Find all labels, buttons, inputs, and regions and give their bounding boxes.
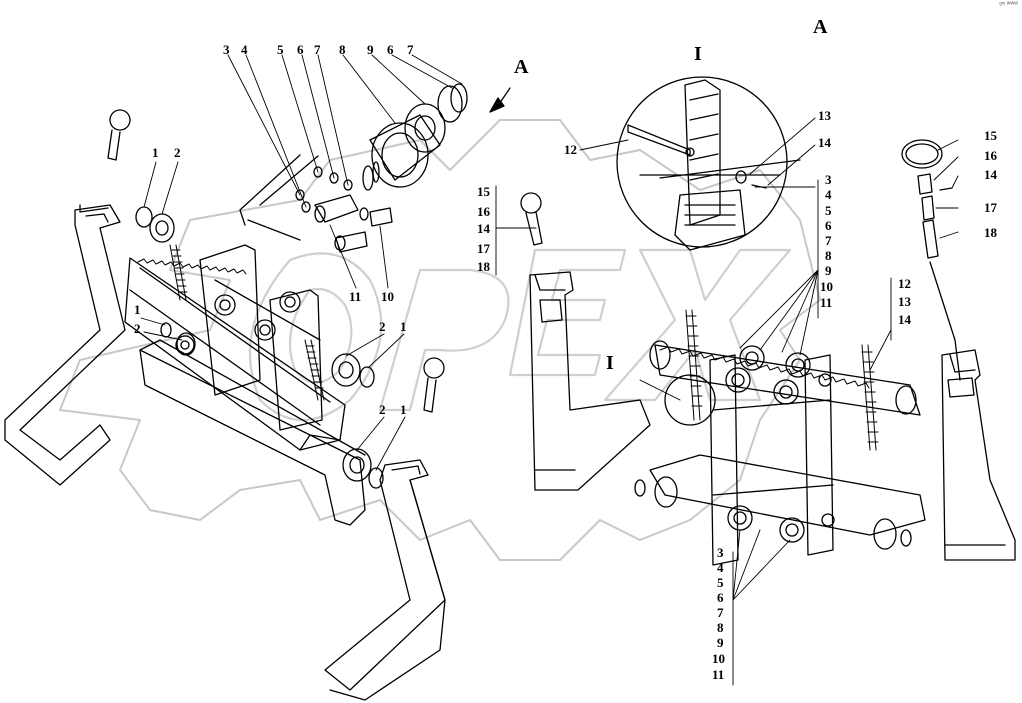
watermark-letters: [248, 248, 792, 421]
right-pin-callout-14: 14: [984, 167, 997, 182]
bottom-callout-8: 8: [717, 620, 724, 635]
right-pin-callout-15: 15: [984, 128, 997, 143]
view-arrow-a: [489, 87, 511, 113]
detail-label-marker: I: [606, 352, 614, 374]
bottom-callout-3: 3: [717, 545, 724, 560]
pin-callout-18: 18: [477, 259, 490, 274]
callout-5: 5: [277, 42, 284, 57]
right-fork-left: [529, 271, 651, 491]
detail-label-top: I: [694, 43, 702, 65]
pin-callout-14: 14: [477, 221, 490, 236]
left-carriage-teeth: [137, 258, 247, 275]
callout-6b: 6: [387, 42, 394, 57]
chain-callout-12: 12: [898, 276, 911, 291]
callout-7b: 7: [407, 42, 414, 57]
left-fork-upper: [4, 204, 126, 486]
detail-marker-circle: [664, 374, 716, 426]
view-label-a-left: A: [514, 56, 529, 78]
roller-callout-11: 11: [820, 295, 833, 310]
bottom-callout-7: 7: [717, 605, 724, 620]
detail-callout-13: 13: [818, 108, 831, 123]
view-label-a-right: A: [813, 16, 828, 38]
left-ring-pins: [107, 109, 543, 413]
pin-callout-16: 16: [477, 204, 490, 219]
right-pin-callout-16: 16: [984, 148, 997, 163]
callout-9: 9: [367, 42, 374, 57]
right-pin-callout-18: 18: [984, 225, 997, 240]
callout-1-c: 1: [400, 319, 407, 334]
right-rollers: [634, 340, 917, 550]
left-fork-lower: [324, 459, 446, 701]
callout-10: 10: [381, 289, 394, 304]
callout-2-c: 2: [379, 319, 386, 334]
roller-callout-7: 7: [825, 233, 832, 248]
left-lower-bar: [139, 339, 366, 526]
pin-callout-17: 17: [477, 241, 490, 256]
left-bearings: [135, 206, 384, 489]
corner-mark: ᵍᵐ ᵂᵂᵂ: [999, 2, 1018, 8]
leader-lines: [140, 54, 537, 471]
callout-1-a: 1: [152, 145, 159, 160]
right-pin-callout-17: 17: [984, 200, 997, 215]
right-carriage-frame: [649, 344, 926, 566]
bottom-callout-4: 4: [717, 560, 724, 575]
bottom-callout-5: 5: [717, 575, 724, 590]
pin-callout-15: 15: [477, 184, 490, 199]
bottom-callout-9: 9: [717, 635, 724, 650]
right-leaders: [732, 139, 959, 686]
exploded-assembly: [239, 83, 468, 253]
callout-1-d: 1: [400, 402, 407, 417]
roller-callout-9: 9: [825, 263, 832, 278]
callout-7: 7: [314, 42, 321, 57]
bottom-callout-11: 11: [712, 667, 725, 682]
callout-1-b: 1: [134, 302, 141, 317]
callout-8: 8: [339, 42, 346, 57]
bottom-callout-6: 6: [717, 590, 724, 605]
roller-callout-6: 6: [825, 218, 832, 233]
right-fork-right: [941, 349, 1016, 561]
roller-callout-5: 5: [825, 203, 832, 218]
roller-callout-3: 3: [825, 172, 832, 187]
callout-11: 11: [349, 289, 362, 304]
chain-callout-13: 13: [898, 294, 911, 309]
callout-6: 6: [297, 42, 304, 57]
roller-callout-8: 8: [825, 248, 832, 263]
left-chain: [169, 244, 325, 401]
roller-callout-4: 4: [825, 187, 832, 202]
roller-callout-10: 10: [820, 279, 833, 294]
callout-2-b: 2: [134, 321, 141, 336]
detail-leaders: [579, 117, 816, 401]
left-carriage-plate: [124, 244, 346, 451]
detail-circle-i: [616, 76, 801, 251]
callout-4: 4: [241, 42, 248, 57]
callout-2-d: 2: [379, 402, 386, 417]
chain-callout-14: 14: [898, 312, 911, 327]
callout-2-a: 2: [174, 145, 181, 160]
left-plate-rollers: [175, 291, 301, 355]
watermark-gear: [59, 119, 821, 561]
right-pin-parts: [901, 139, 961, 381]
callout-3: 3: [223, 42, 230, 57]
detail-callout-14: 14: [818, 135, 831, 150]
detail-callout-12: 12: [564, 142, 577, 157]
bottom-callout-10: 10: [712, 651, 725, 666]
